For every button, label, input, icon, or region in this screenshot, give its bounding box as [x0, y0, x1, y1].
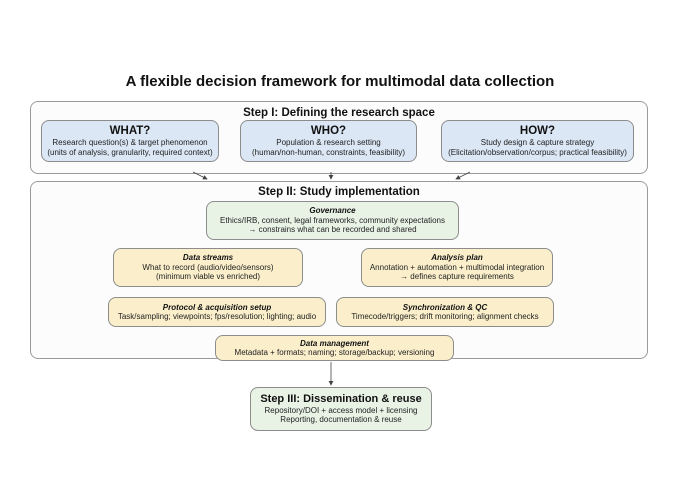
- step3-line-2: Reporting, documentation & reuse: [280, 415, 402, 425]
- who-heading: WHO?: [310, 124, 347, 137]
- governance-heading: Governance: [309, 206, 356, 216]
- what-line-2: (units of analysis, granularity, require…: [47, 147, 213, 157]
- analysis-plan-box: Analysis plan Annotation + automation + …: [361, 248, 553, 287]
- how-heading: HOW?: [519, 124, 556, 137]
- step3-line-1: Repository/DOI + access model + licensin…: [264, 406, 418, 416]
- governance-line-2: → constrains what can be recorded and sh…: [248, 225, 417, 235]
- step3-heading: Step III: Dissemination & reuse: [260, 393, 422, 406]
- analysis-plan-line-2: → defines capture requirements: [400, 272, 514, 282]
- data-streams-line-1: What to record (audio/video/sensors): [142, 262, 274, 272]
- data-streams-heading: Data streams: [182, 253, 234, 263]
- who-box: WHO? Population & research setting (huma…: [240, 120, 417, 162]
- what-line-1: Research question(s) & target phenomenon: [52, 138, 208, 148]
- protocol-heading: Protocol & acquisition setup: [162, 302, 272, 312]
- sync-line-1: Timecode/triggers; drift monitoring; ali…: [351, 312, 539, 321]
- sync-heading: Synchronization & QC: [402, 302, 488, 312]
- data-management-heading: Data management: [300, 338, 369, 348]
- how-line-2: (Elicitation/observation/corpus; practic…: [448, 147, 627, 157]
- protocol-box: Protocol & acquisition setup Task/sampli…: [108, 297, 326, 327]
- who-line-1: Population & research setting: [276, 138, 381, 148]
- step1-title: Step I: Defining the research space: [243, 107, 435, 119]
- protocol-line-1: Task/sampling; viewpoints; fps/resolutio…: [117, 312, 317, 321]
- governance-box: Governance Ethics/IRB, consent, legal fr…: [206, 201, 459, 240]
- how-line-1: Study design & capture strategy: [480, 138, 595, 148]
- analysis-plan-heading: Analysis plan: [431, 253, 483, 263]
- data-streams-box: Data streams What to record (audio/video…: [113, 248, 303, 287]
- step2-title: Step II: Study implementation: [258, 186, 420, 198]
- data-management-line-1: Metadata + formats; naming; storage/back…: [234, 348, 435, 357]
- sync-box: Synchronization & QC Timecode/triggers; …: [336, 297, 554, 327]
- governance-line-1: Ethics/IRB, consent, legal frameworks, c…: [220, 215, 445, 225]
- step3-box: Step III: Dissemination & reuse Reposito…: [250, 387, 432, 431]
- diagram-title: A flexible decision framework for multim…: [125, 73, 555, 90]
- what-heading: WHAT?: [109, 124, 151, 137]
- what-box: WHAT? Research question(s) & target phen…: [41, 120, 219, 162]
- data-streams-line-2: (minimum viable vs enriched): [155, 272, 261, 282]
- how-box: HOW? Study design & capture strategy (El…: [441, 120, 634, 162]
- who-line-2: (human/non-human, constraints, feasibili…: [252, 147, 405, 157]
- data-management-box: Data management Metadata + formats; nami…: [215, 335, 454, 361]
- analysis-plan-line-1: Annotation + automation + multimodal int…: [369, 262, 545, 272]
